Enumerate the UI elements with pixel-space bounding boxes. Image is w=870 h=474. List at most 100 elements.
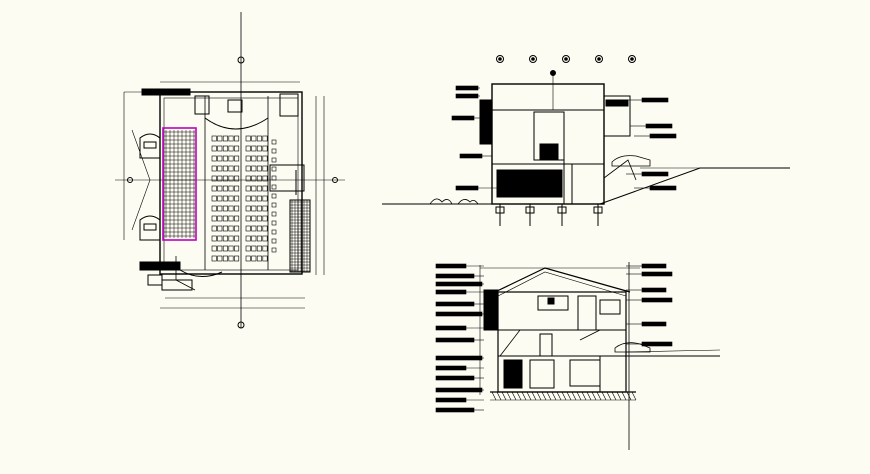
seat (217, 175, 223, 182)
annotation-label-block (435, 365, 467, 371)
seat (256, 185, 262, 192)
seat (222, 175, 228, 182)
seat (251, 235, 257, 242)
annotation-label-block (641, 297, 673, 303)
seat (217, 235, 223, 242)
seat (234, 175, 240, 182)
seat (228, 255, 234, 262)
seat (251, 165, 257, 172)
annotation-label-block (435, 311, 483, 317)
seat (256, 215, 262, 222)
seat (234, 165, 240, 172)
cross-section (435, 262, 721, 450)
annotation-label-block (645, 123, 673, 129)
annotation-label-block (455, 185, 479, 191)
seat (262, 215, 268, 222)
seat (251, 225, 257, 232)
car-left-bottom (139, 215, 161, 241)
seat (217, 225, 223, 232)
annotation-label-block (455, 93, 479, 99)
seat (271, 247, 277, 253)
seat (271, 139, 277, 145)
annotation-label-block (435, 337, 475, 343)
seat (234, 215, 240, 222)
seat (256, 255, 262, 262)
seat (271, 220, 277, 226)
seat (217, 135, 223, 142)
annotation-label-block (435, 375, 475, 381)
seat (228, 175, 234, 182)
seat (222, 145, 228, 152)
annotation-label-block (641, 171, 669, 177)
axis-marker (237, 56, 245, 64)
seat (251, 245, 257, 252)
seat (217, 195, 223, 202)
seat (228, 195, 234, 202)
foyer-outline (162, 127, 197, 241)
seat (222, 225, 228, 232)
car-left-top (139, 133, 161, 159)
seat (217, 215, 223, 222)
elevation-window-band (496, 169, 563, 198)
seat (271, 184, 277, 190)
seat (262, 235, 268, 242)
seat (217, 145, 223, 152)
seat (245, 135, 251, 142)
annotation-label-block (649, 185, 677, 191)
seat (211, 145, 217, 152)
seating-grid (211, 135, 277, 262)
annotation-label-block (435, 407, 475, 413)
seat (222, 165, 228, 172)
seat (245, 195, 251, 202)
seat (211, 255, 217, 262)
seat (271, 202, 277, 208)
seat (211, 135, 217, 142)
seat (211, 245, 217, 252)
seat (251, 255, 257, 262)
seat (217, 245, 223, 252)
floor-plan (115, 12, 345, 329)
seat (217, 155, 223, 162)
seat (234, 155, 240, 162)
seat (245, 225, 251, 232)
seat (271, 229, 277, 235)
seat (228, 165, 234, 172)
seat (217, 205, 223, 212)
annotation-label-block (435, 289, 467, 295)
front-elevation (382, 55, 790, 226)
seat (251, 205, 257, 212)
seat (211, 175, 217, 182)
seat (256, 155, 262, 162)
seat (211, 225, 217, 232)
seat (234, 185, 240, 192)
seat (245, 185, 251, 192)
seat (256, 235, 262, 242)
seat (245, 165, 251, 172)
seat (228, 235, 234, 242)
seat (222, 185, 228, 192)
seat (262, 165, 268, 172)
seat (271, 211, 277, 217)
seat (217, 185, 223, 192)
annotation-label-block (451, 115, 475, 121)
seat (228, 245, 234, 252)
seat (228, 155, 234, 162)
grid-bubble (496, 55, 504, 63)
seat (228, 205, 234, 212)
seat (262, 195, 268, 202)
grid-bubbles (496, 55, 636, 63)
seat (211, 155, 217, 162)
axis-marker (237, 321, 245, 329)
seat (222, 205, 228, 212)
seat (222, 255, 228, 262)
seat (211, 205, 217, 212)
annotation-label-block (641, 341, 673, 347)
annotation-label-block (435, 355, 483, 361)
seat (211, 195, 217, 202)
grid-bubble (628, 55, 636, 63)
annotation-label-block (435, 325, 467, 331)
seat (228, 215, 234, 222)
elevation-left-hatch (479, 99, 493, 145)
